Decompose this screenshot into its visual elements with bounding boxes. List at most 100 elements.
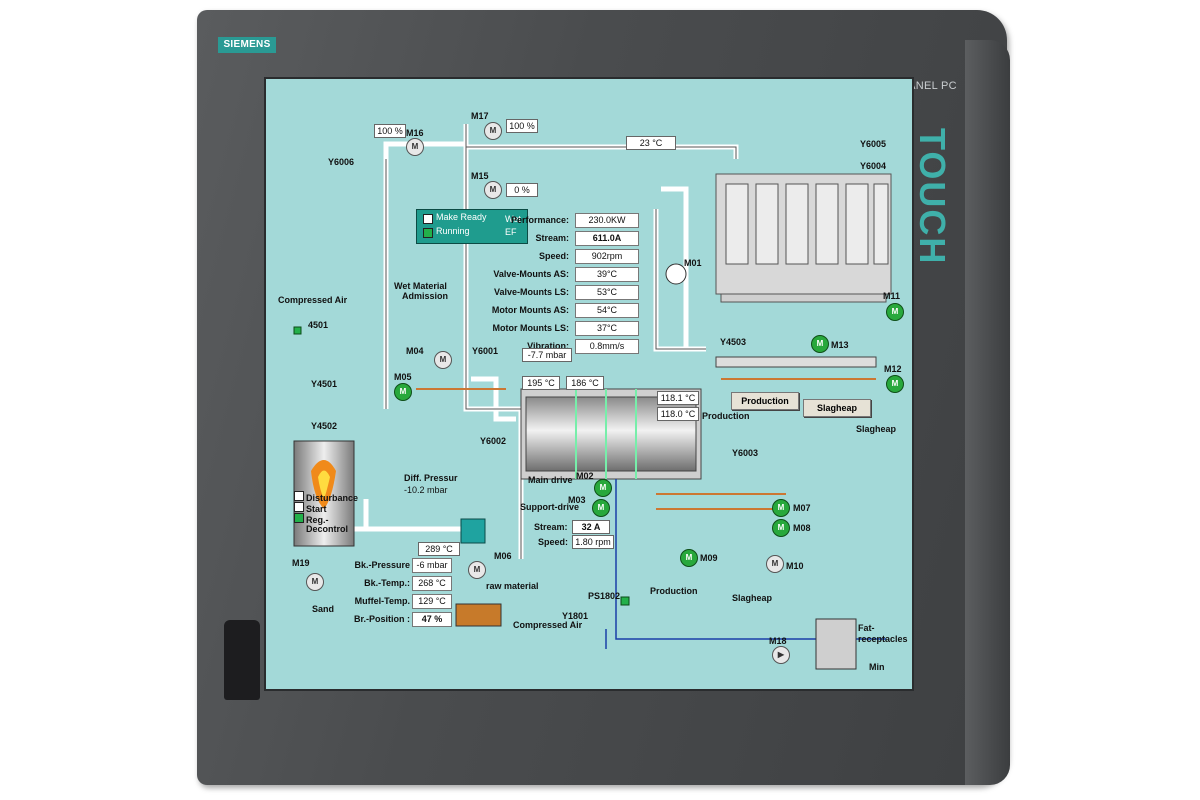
ps1802-tag: PS1802 — [588, 591, 621, 601]
m13-motor-icon[interactable]: M — [811, 335, 829, 353]
y6003-tag: Y6003 — [732, 448, 759, 458]
stream-label: Stream: — [534, 522, 568, 532]
performance-table: Performance:230.0KW Stream:611.0A Speed:… — [492, 212, 641, 356]
decontrol-label: Decontrol — [306, 524, 349, 534]
muffel-temp-value: 129 °C — [412, 594, 452, 609]
ef-label: EF — [505, 227, 517, 237]
m17-motor-icon[interactable]: M — [484, 122, 502, 140]
table-row: Muffel-Temp.129 °C — [340, 593, 454, 611]
m18-tag: M18 — [769, 636, 787, 646]
m04-motor-icon[interactable]: M — [434, 351, 452, 369]
wet-label: Wet — [505, 214, 521, 224]
cyclones — [715, 173, 892, 303]
y4503-tag: Y4503 — [720, 337, 747, 347]
m03-motor-icon[interactable]: M — [592, 499, 610, 517]
m08-tag: M08 — [793, 523, 811, 533]
mbar-value: -7.7 mbar — [522, 348, 572, 362]
production-bottom-label: Production — [650, 586, 698, 596]
m11-motor-icon[interactable]: M — [886, 303, 904, 321]
brand-logo: SIEMENS — [218, 37, 276, 53]
stream-value-drive: 32 A — [572, 520, 610, 534]
m18-pump-icon[interactable]: ▶ — [772, 646, 790, 664]
y4502-tag: Y4502 — [311, 421, 338, 431]
m15-motor-icon[interactable]: M — [484, 181, 502, 199]
valve-as-value: 39°C — [575, 267, 639, 282]
temp1180-value: 118.0 °C — [657, 407, 699, 421]
m19-motor-icon[interactable]: M — [306, 573, 324, 591]
sand-label: Sand — [312, 604, 335, 614]
burner-table: Bk.-Pressure-6 mbar Bk.-Temp.:268 °C Muf… — [340, 557, 454, 629]
slagheap-top-label: Slagheap — [856, 424, 897, 434]
main-drive-label: Main drive — [528, 475, 573, 485]
fat-receptacles-label-2: receptacles — [858, 634, 908, 644]
running-label: Running — [436, 226, 470, 236]
table-row: Performance:230.0KW — [511, 212, 641, 230]
tag-4501: 4501 — [308, 320, 329, 330]
raw-material-label: raw material — [486, 581, 539, 591]
support-drive-label: Support-drive — [520, 502, 580, 512]
speed-value-drive: 1.80 rpm — [572, 535, 614, 549]
m08-motor-icon[interactable]: M — [772, 519, 790, 537]
m03-tag: M03 — [568, 495, 586, 505]
m09-tag: M09 — [700, 553, 718, 563]
temp195-value: 195 °C — [522, 376, 560, 390]
stylus-holder — [224, 620, 260, 700]
table-row: Bk.-Temp.:268 °C — [340, 575, 454, 593]
temp-top-value: 23 °C — [626, 136, 676, 150]
temp186-value: 186 °C — [566, 376, 604, 390]
make-ready-label: Make Ready — [436, 212, 487, 222]
slagheap-bottom-label: Slagheap — [732, 593, 773, 603]
y1801-tag: Y1801 — [562, 611, 589, 621]
running-indicator — [423, 228, 433, 238]
m04-tag: M04 — [406, 346, 424, 356]
stream-value: 611.0A — [575, 231, 639, 246]
y6004-tag: Y6004 — [860, 161, 887, 171]
diff-pressur-label: Diff. Pressur — [404, 473, 458, 483]
m13-tag: M13 — [831, 340, 849, 350]
y6006-tag: Y6006 — [328, 157, 355, 167]
temp289-value: 289 °C — [418, 542, 460, 556]
status-panel[interactable]: Make Ready Running Wet EF — [416, 209, 528, 244]
m07-motor-icon[interactable]: M — [772, 499, 790, 517]
slagheap-button[interactable]: Slagheap — [803, 399, 871, 417]
y6002-tag: Y6002 — [480, 436, 507, 446]
m16-percent: 100 % — [374, 124, 406, 138]
m06-motor-icon[interactable]: M — [468, 561, 486, 579]
performance-value: 230.0KW — [575, 213, 639, 228]
m02-tag: M02 — [576, 471, 594, 481]
table-row: Speed:902rpm — [511, 248, 641, 266]
br-position-value: 47 % — [412, 612, 452, 627]
wet-material-label: Wet Material — [394, 281, 447, 291]
m15-percent: 0 % — [506, 183, 538, 197]
m17-tag: M17 — [471, 111, 489, 121]
m16-motor-icon[interactable]: M — [406, 138, 424, 156]
m10-tag: M10 — [786, 561, 804, 571]
motor-ls-value: 37°C — [575, 321, 639, 336]
table-row: Stream:611.0A — [511, 230, 641, 248]
m02-motor-icon[interactable]: M — [594, 479, 612, 497]
m10-motor-icon[interactable]: M — [766, 555, 784, 573]
table-row: Valve-Mounts LS:53°C — [494, 284, 641, 302]
m16-tag: M16 — [406, 128, 424, 138]
m12-motor-icon[interactable]: M — [886, 375, 904, 393]
m06-tag: M06 — [494, 551, 512, 561]
bk-pressure-value: -6 mbar — [412, 558, 452, 573]
table-row: Br.-Position :47 % — [340, 611, 454, 629]
compressed-air-label: Compressed Air — [278, 295, 348, 305]
production-button[interactable]: Production — [731, 392, 799, 410]
start-label: Start — [306, 504, 327, 514]
diff-pressur-value: -10.2 mbar — [404, 485, 448, 495]
table-row: Motor Mounts AS:54°C — [492, 302, 641, 320]
min-label: Min — [869, 662, 885, 672]
m01-tag: M01 — [684, 258, 702, 268]
speed-label: Speed: — [538, 537, 569, 547]
m05-tag: M05 — [394, 372, 412, 382]
valve-ls-value: 53°C — [575, 285, 639, 300]
m09-motor-icon[interactable]: M — [680, 549, 698, 567]
reg-indicator — [294, 513, 304, 523]
m05-motor-icon[interactable]: M — [394, 383, 412, 401]
table-row: Bk.-Pressure-6 mbar — [340, 557, 454, 575]
make-ready-indicator — [423, 214, 433, 224]
fat-receptacles-label-1: Fat- — [858, 623, 875, 633]
table-row: Vibration:0.8mm/s — [511, 338, 641, 356]
